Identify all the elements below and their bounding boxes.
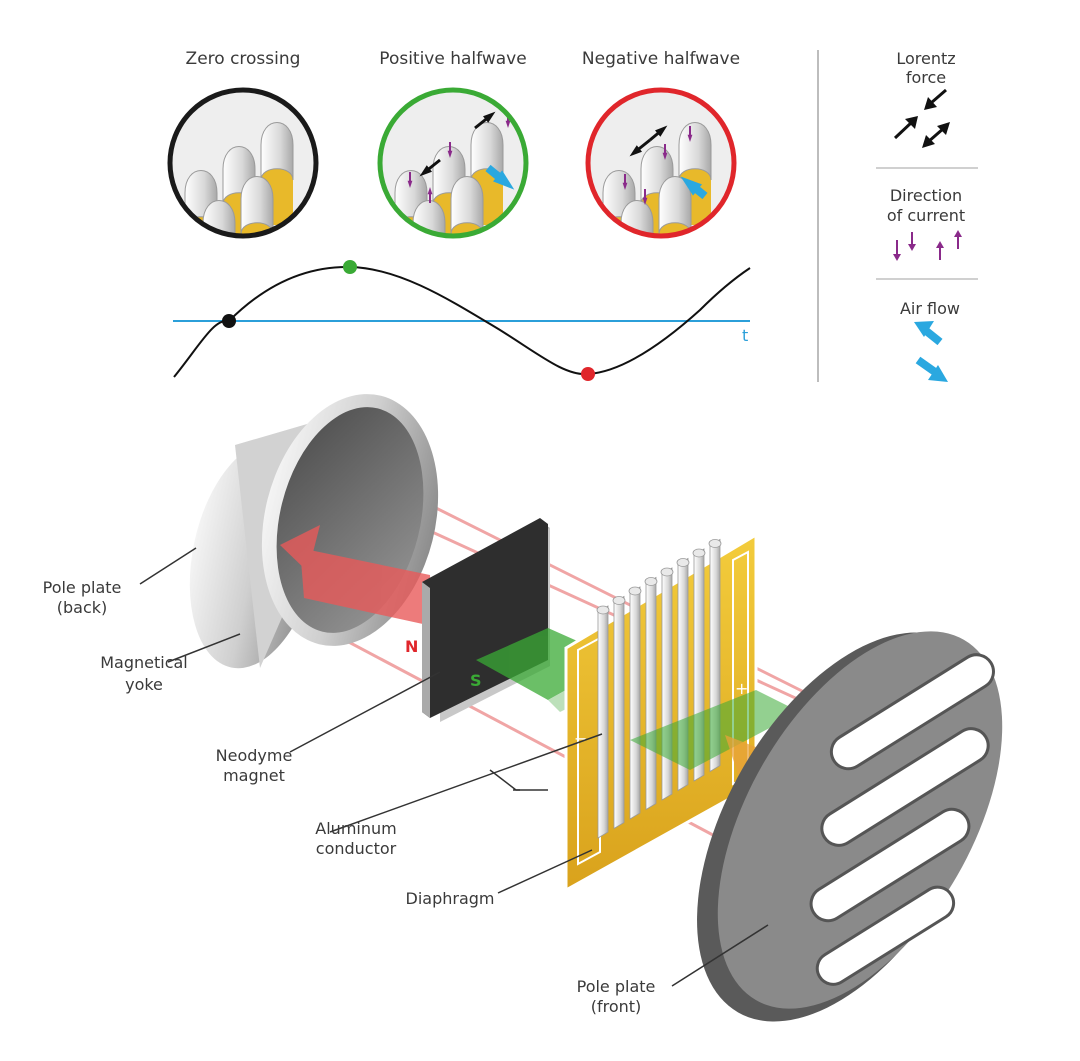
terminal-minus: −: [574, 729, 587, 748]
up-down-arrow-icon: [893, 230, 962, 261]
state-title-negative: Negative halfwave: [582, 49, 740, 69]
pole-plate-front: [697, 631, 1003, 1022]
diaphragm-assembly: − +: [564, 532, 800, 893]
label-yoke-1: Magnetical: [100, 653, 188, 672]
label-magnet-2: magnet: [223, 766, 285, 785]
label-pole-front-2: (front): [591, 997, 642, 1016]
label-yoke-2: yoke: [125, 675, 163, 694]
ribbon-closeup-negative: [589, 91, 733, 235]
state-zero-crossing: Zero crossing: [167, 49, 319, 239]
magnet-pole-north: N: [405, 637, 418, 656]
legend-lorentz-line1: Lorentz: [896, 49, 955, 68]
marker-negative-peak: [581, 367, 595, 381]
label-conductor-1: Aluminum: [315, 819, 396, 838]
diagonal-arrow-icon: [914, 321, 948, 382]
ribbon-closeup-positive: [381, 91, 525, 235]
marker-zero-crossing: [222, 314, 236, 328]
ring-negative: [585, 87, 737, 239]
label-magnet-1: Neodyme: [216, 746, 293, 765]
legend-airflow: Air flow: [900, 299, 960, 318]
leader-lines: [139, 547, 769, 987]
field-plane-green-front: [630, 690, 800, 770]
legend: Lorentz force Direction of current Air f…: [876, 49, 978, 382]
marker-positive-peak: [343, 260, 357, 274]
state-positive-halfwave: Positive halfwave: [377, 49, 529, 239]
ring-positive: [377, 87, 529, 239]
legend-lorentz-line2: force: [906, 68, 946, 87]
time-axis-label: t: [742, 326, 748, 345]
state-negative-halfwave: Negative halfwave: [582, 49, 740, 239]
double-arrow-icon: [893, 88, 950, 148]
label-pole-back-1: Pole plate: [43, 578, 122, 597]
aluminum-conductor: [577, 636, 601, 866]
label-conductor-2: conductor: [316, 839, 397, 858]
label-diaphragm: Diaphragm: [406, 889, 495, 908]
state-title-zero: Zero crossing: [186, 49, 301, 69]
component-labels: Pole plate (back) Magnetical yoke Neodym…: [43, 578, 656, 1016]
label-pole-back-2: (back): [57, 598, 108, 617]
ribbon-closeup-zero: [171, 91, 315, 235]
terminal-plus: +: [735, 679, 748, 698]
ring-zero: [167, 87, 319, 239]
label-pole-front-1: Pole plate: [577, 977, 656, 996]
magnet-pole-south: S: [470, 671, 482, 690]
legend-current-line1: Direction: [890, 186, 962, 205]
legend-current-line2: of current: [887, 206, 965, 225]
state-title-positive: Positive halfwave: [379, 49, 526, 69]
field-arrow-red: [280, 525, 432, 626]
waveform: t: [173, 260, 751, 381]
